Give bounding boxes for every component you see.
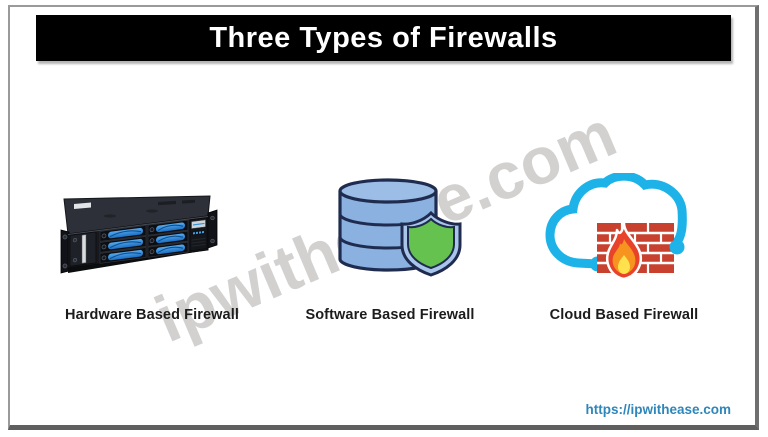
- flame-icon: [606, 221, 642, 281]
- hardware-firewall-label: Hardware Based Firewall: [65, 307, 239, 323]
- firewall-item-cloud: Cloud Based Firewall: [514, 171, 734, 341]
- firewall-item-software: Software Based Firewall: [280, 171, 500, 341]
- title-bar: Three Types of Firewalls: [36, 15, 731, 61]
- hardware-firewall-appliance-icon: [60, 195, 218, 274]
- page-title: Three Types of Firewalls: [209, 21, 558, 54]
- outer-frame: ipwithease.com Three Types of Firewalls: [8, 5, 759, 430]
- cloud-firewall-label: Cloud Based Firewall: [549, 307, 699, 323]
- cloud-end-knob: [669, 239, 685, 255]
- database-shield-icon: [338, 178, 462, 277]
- website-url-link[interactable]: https://ipwithease.com: [585, 402, 731, 417]
- drive-bays: [99, 219, 189, 264]
- software-firewall-label: Software Based Firewall: [305, 307, 475, 323]
- cloud-brick-wall-flame-icon: [545, 173, 687, 281]
- shield-icon: [400, 210, 462, 277]
- firewall-item-hardware: Hardware Based Firewall: [42, 171, 262, 341]
- server-display-panel: [189, 217, 208, 252]
